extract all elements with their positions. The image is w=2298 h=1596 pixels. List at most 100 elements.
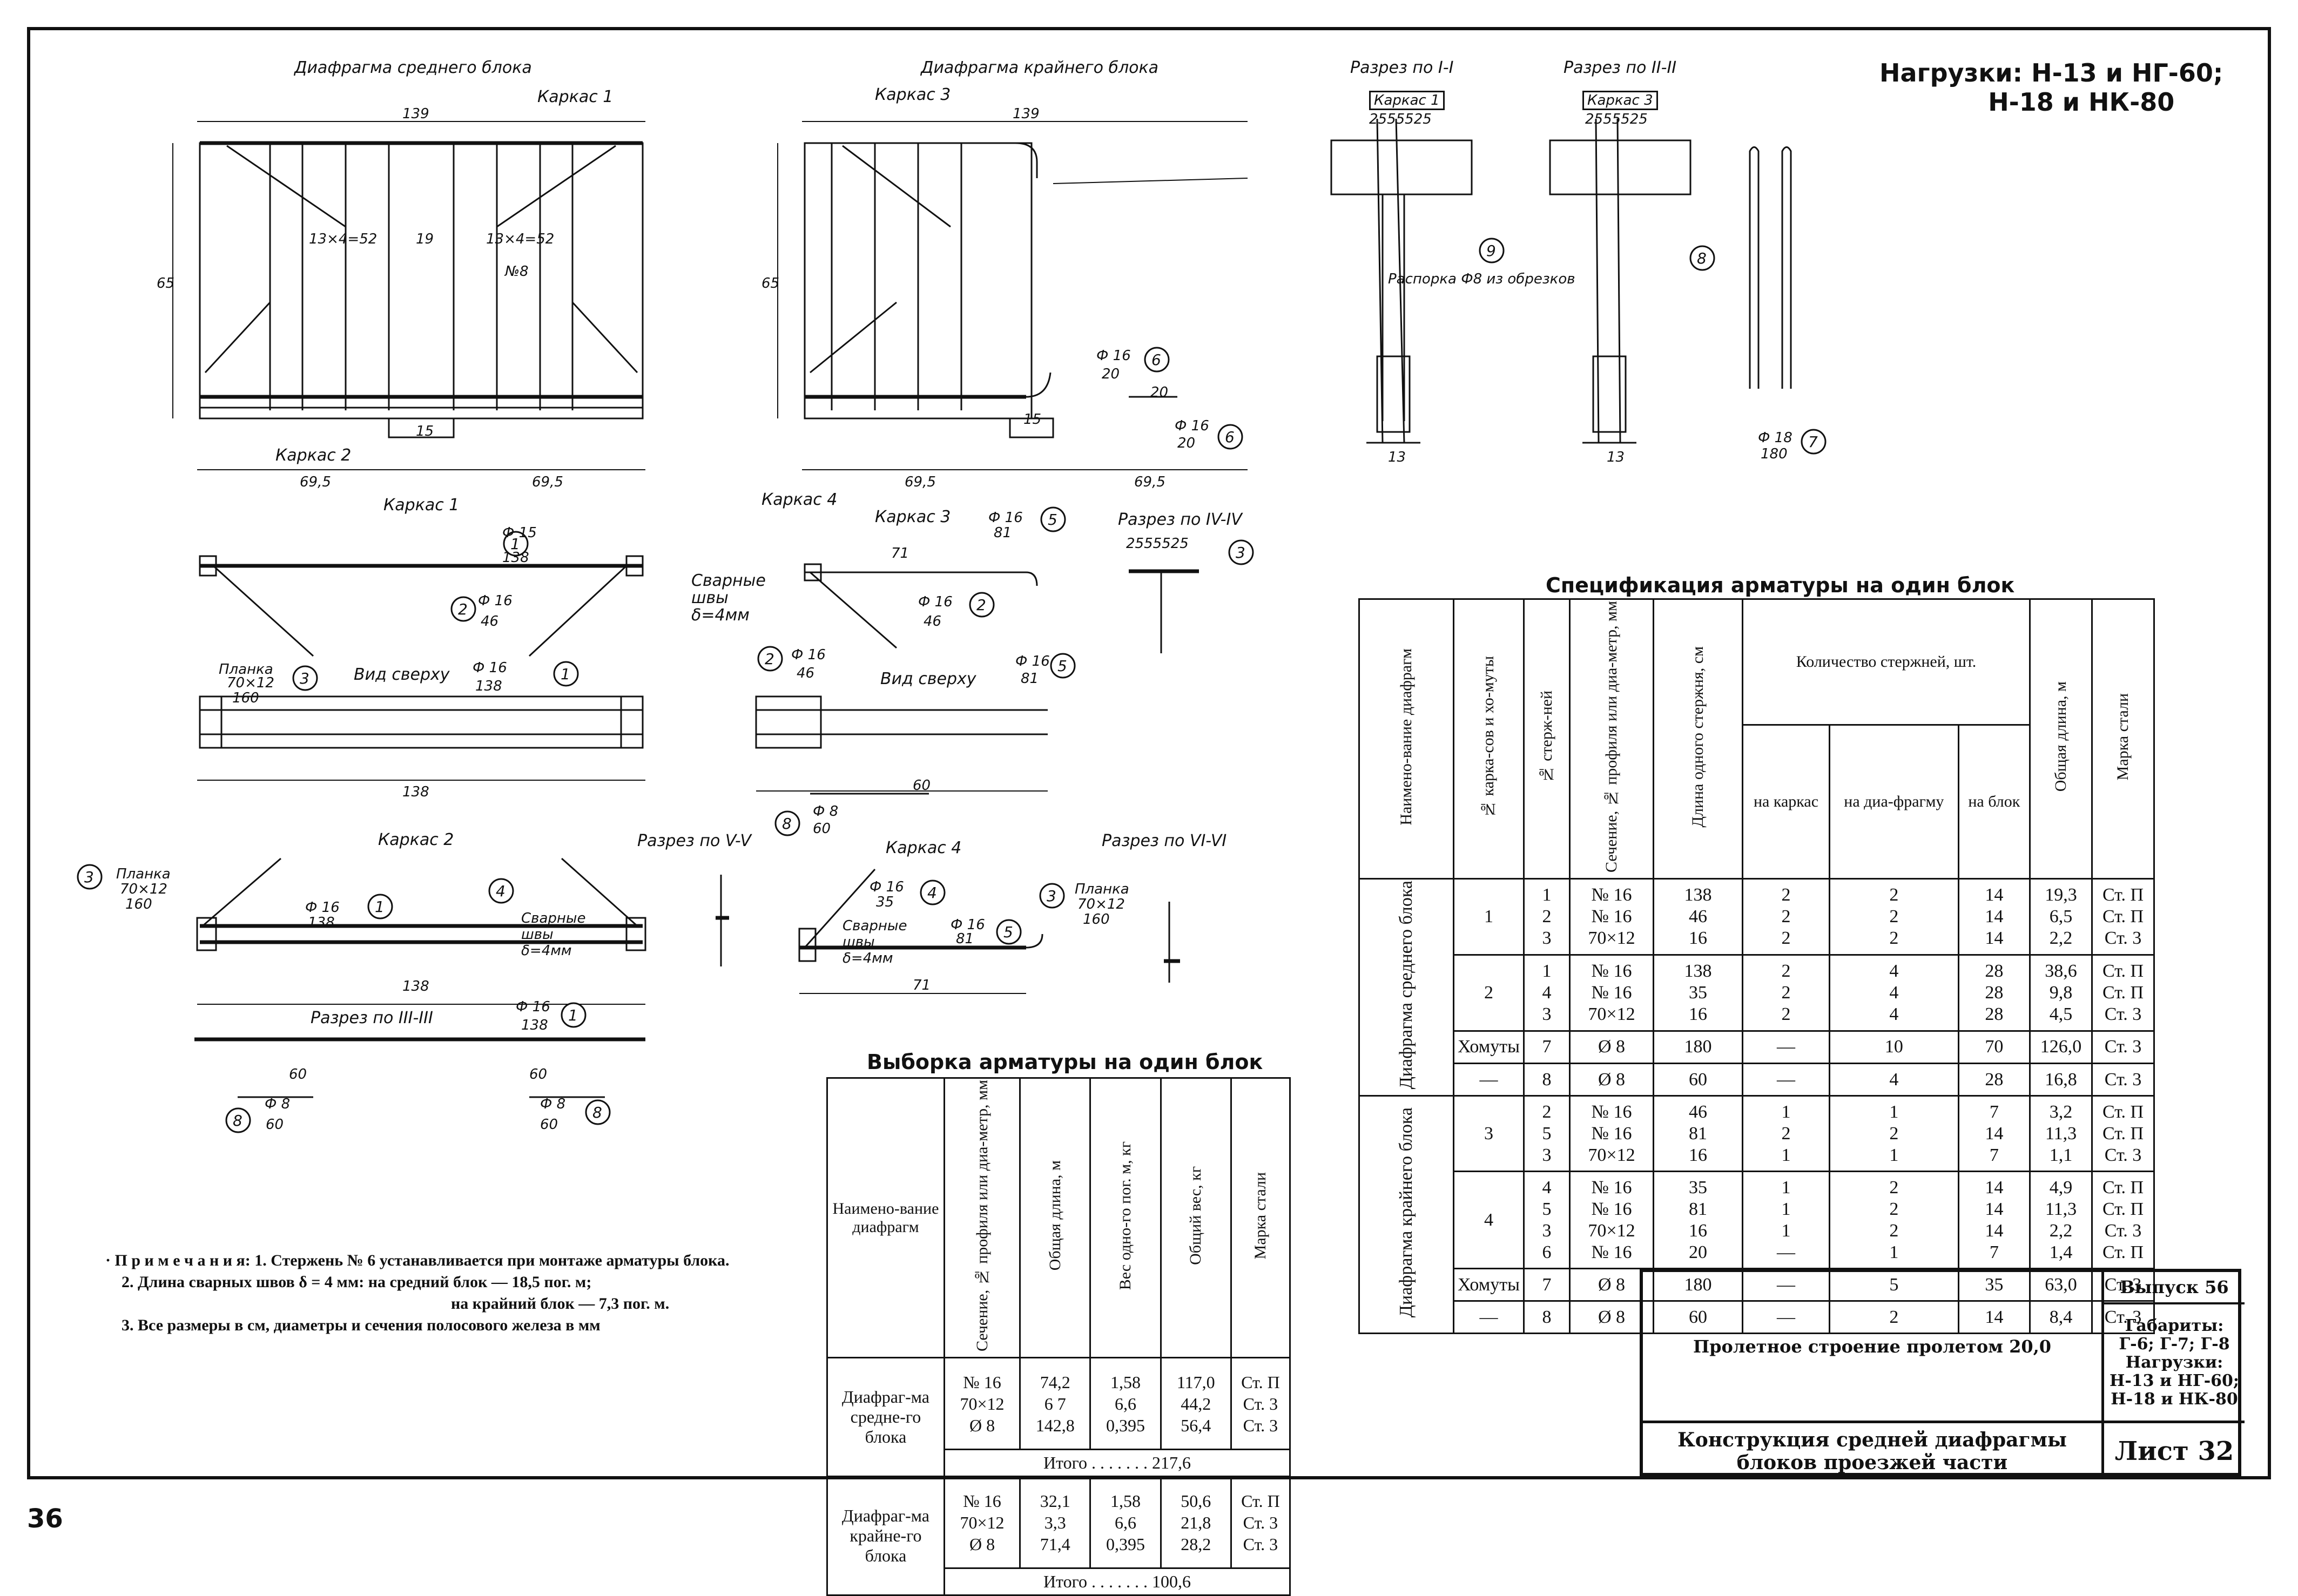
rod-no8: №8 <box>505 263 529 280</box>
label-frame3-leader: Каркас 3 <box>875 85 951 104</box>
section-6-6 <box>1164 902 1180 983</box>
sel-value: 3,3 <box>1044 1512 1066 1532</box>
plank-dim-1: 70×12 <box>227 675 274 691</box>
spec-value: 7 <box>1989 1242 1999 1262</box>
dim-46-top3: 46 <box>797 665 815 681</box>
phi16-rod1-f2: Ф 16 <box>305 900 340 916</box>
spec-value: 2 <box>1889 1123 1899 1144</box>
svg-text:6: 6 <box>1225 428 1235 446</box>
svg-text:2: 2 <box>458 600 468 618</box>
sel-value: 70×12 <box>960 1394 1005 1414</box>
phi8-b: Ф 8 <box>540 1096 566 1112</box>
spec-value: — <box>1777 1307 1795 1327</box>
karkas-box-1: Каркас 1 <box>1369 91 1445 110</box>
caption-section6: Разрез по VI-VI <box>1102 831 1227 850</box>
dim-20-rod6b: 20 <box>1150 384 1169 401</box>
sel-value: 50,6 <box>1181 1491 1211 1511</box>
spec-value: Ст. 3 <box>2104 1004 2142 1024</box>
svg-text:7: 7 <box>1808 433 1818 451</box>
sel-value: 44,2 <box>1181 1394 1211 1414</box>
spec-value: 4,9 <box>2049 1177 2073 1198</box>
svg-text:2: 2 <box>976 596 986 614</box>
dim-13-s2: 13 <box>1607 449 1625 465</box>
view-title-mid-block: Диафрагма среднего блока <box>294 58 532 77</box>
phi16-rod1-top: Ф 16 <box>473 660 507 676</box>
spec-cell-pd: 2 <box>1829 1300 1959 1335</box>
frame-3 <box>755 563 1048 792</box>
spec-value: 28 <box>1985 1004 2004 1024</box>
spec-value: 63,0 <box>2045 1274 2077 1295</box>
spec-h-frame: № карка-сов и хо-муты <box>1453 598 1525 880</box>
svg-text:3: 3 <box>1047 887 1056 905</box>
spec-h-per-diaph: на диа-фрагму <box>1829 724 1959 880</box>
phi18-stirrup: Ф 18 <box>1758 430 1792 446</box>
dim-138-top: 138 <box>475 678 502 694</box>
spec-value: 2 <box>1889 1199 1899 1219</box>
spec-value: Ст. П <box>2102 884 2144 905</box>
spec-value: 46 <box>1688 906 1707 927</box>
spec-value: Ст. 3 <box>2104 1307 2142 1327</box>
sel-total: Итого . . . . . . . 217,6 <box>943 1449 1291 1478</box>
spec-value: № 16 <box>1591 1199 1632 1219</box>
spec-value: 4 <box>1542 982 1552 1003</box>
dim-15-edge: 15 <box>1023 411 1042 428</box>
sel-value: 70×12 <box>960 1512 1005 1532</box>
title-issue: Выпуск 56 <box>2104 1272 2245 1304</box>
phi16-rod1-s3: Ф 16 <box>516 999 550 1015</box>
dim-15-mid: 15 <box>416 423 434 439</box>
spec-cell-rods: 8 <box>1522 1300 1571 1335</box>
view-title-section-1: Разрез по I-I <box>1350 58 1454 77</box>
spec-value: № 16 <box>1591 1101 1632 1122</box>
spec-cell-rods: 8 <box>1522 1063 1571 1097</box>
title-loads-l2: Н-13 и НГ-60; <box>2109 1371 2239 1390</box>
sel-value: 1,58 <box>1110 1372 1141 1392</box>
spec-value: 35 <box>1688 1177 1707 1198</box>
spec-value: № 16 <box>1591 1123 1632 1144</box>
spec-value: 46 <box>1688 1101 1707 1122</box>
seq-section2: 2555525 <box>1585 111 1648 127</box>
sel-value: Ст. 3 <box>1243 1534 1278 1554</box>
dim-60-rod8b: 60 <box>813 821 831 837</box>
plank-dim-2: 70×12 <box>120 881 167 897</box>
spec-value: 2 <box>1542 1101 1552 1122</box>
dim-81-f3: 81 <box>994 525 1012 541</box>
label-frame2-leader: Каркас 2 <box>275 446 352 465</box>
spec-cell-pf: — <box>1741 1268 1831 1302</box>
spec-value: 3 <box>1542 928 1552 948</box>
sel-h-length: Общая длина, м <box>1019 1077 1091 1359</box>
dim-46-f3: 46 <box>924 613 942 630</box>
spec-h-length: Длина одного стержня, см <box>1652 598 1743 880</box>
svg-text:1: 1 <box>561 665 570 683</box>
phi16-rod5-f4: Ф 16 <box>951 917 985 933</box>
spec-value: 2 <box>1781 961 1791 981</box>
spec-value: 2 <box>1781 928 1791 948</box>
spec-value: Ст. П <box>2102 961 2144 981</box>
caption-frame3: Каркас 3 <box>875 508 951 526</box>
svg-text:3: 3 <box>300 669 309 687</box>
spec-value: 2,2 <box>2049 1220 2073 1241</box>
spec-cell-sec: Ø 8 <box>1568 1063 1654 1097</box>
spec-value: 14 <box>1985 884 2004 905</box>
spec-cell-pf: — <box>1741 1030 1831 1065</box>
dim-81-top3: 81 <box>1021 671 1039 687</box>
svg-text:1: 1 <box>568 1006 578 1024</box>
spec-cell-frame: Хомуты <box>1453 1268 1525 1302</box>
spec-value: 38,6 <box>2045 961 2077 981</box>
spec-value: 2 <box>1889 884 1899 905</box>
plank-label-2: Планка <box>116 866 171 882</box>
spec-h-steel: Марка стали <box>2091 598 2155 880</box>
spec-cell-len: 180 <box>1652 1030 1743 1065</box>
sel-value: Ст. 3 <box>1243 1394 1278 1414</box>
spec-value: 35 <box>1688 982 1707 1003</box>
caption-frame1: Каркас 1 <box>383 496 460 515</box>
